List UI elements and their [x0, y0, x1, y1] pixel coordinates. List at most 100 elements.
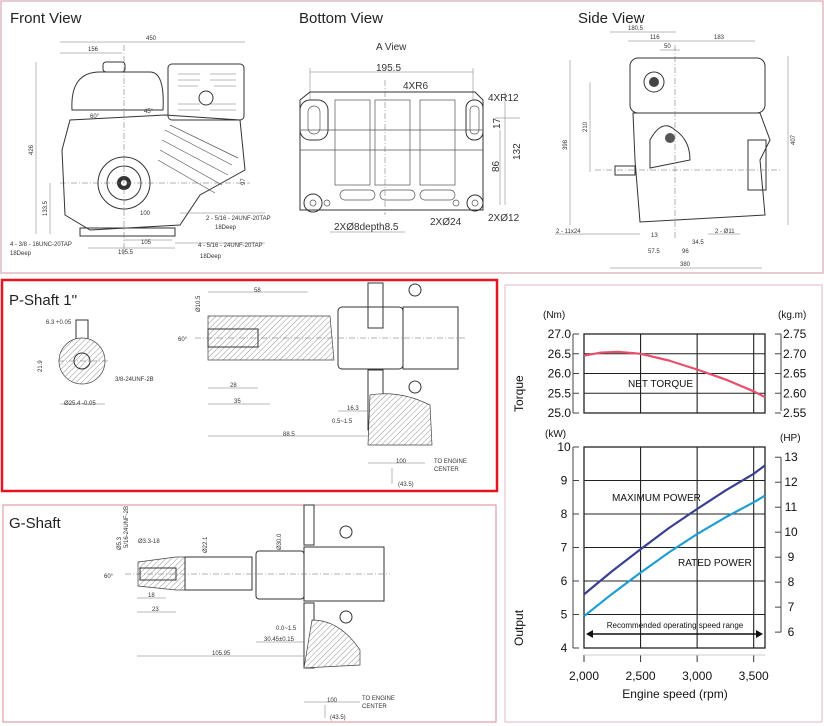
front-dim-offset: 156	[88, 47, 99, 53]
series-label: NET TORQUE	[628, 379, 693, 390]
p-shaft-title: P-Shaft 1''	[9, 292, 77, 309]
torque-tick-label: 25.5	[548, 386, 572, 400]
kw-tick-label: 8	[561, 507, 568, 521]
side-dim-slots: 2 - 11x24	[556, 229, 581, 235]
p-shaft-dim-16-3: 16.3	[347, 406, 359, 412]
torque-unit-left: (Nm)	[543, 310, 565, 321]
bottom-dim-holes-depth: 2XØ8depth8.5	[334, 222, 399, 233]
side-dim-34-5: 34.5	[692, 240, 704, 246]
front-view-title: Front View	[10, 10, 82, 27]
hp-tick-label: 9	[788, 550, 795, 564]
bottom-dim-132: 132	[512, 143, 523, 160]
p-shaft-panel	[0, 278, 499, 493]
g-shaft-dim-22-1: Ø22.1	[203, 536, 209, 553]
side-dim-183: 183	[714, 35, 725, 41]
speed-range-annotation: Recommended operating speed range	[607, 621, 744, 630]
hp-tick-label: 8	[788, 575, 795, 589]
torque-tick-label: 26.5	[548, 347, 572, 361]
x-tick-label: 3,500	[739, 669, 769, 683]
side-dim-116: 116	[650, 35, 660, 41]
torque-tick-label: 26.0	[548, 367, 572, 381]
hp-tick-label: 10	[784, 525, 798, 539]
g-shaft-to-engine: TO ENGINE	[362, 696, 395, 702]
front-dim-105: 105	[141, 240, 152, 246]
hp-tick-label: 12	[784, 475, 798, 489]
torque-tick-label: 27.0	[548, 327, 572, 341]
front-note-2: 4 - 3/8 - 16UNC-20TAP	[10, 242, 72, 248]
side-dim-210: 210	[583, 121, 589, 132]
g-shaft-drawing	[125, 504, 390, 718]
p-shaft-dim-21-9: 21.9	[38, 360, 44, 372]
g-shaft-dim-18: 18	[148, 593, 155, 599]
series-label: MAXIMUM POWER	[612, 493, 701, 504]
p-shaft-center: CENTER	[434, 467, 459, 473]
kgm-tick-label: 2.75	[783, 327, 807, 341]
bottom-dim-17: 17	[492, 117, 503, 129]
kw-tick-label: 10	[557, 440, 571, 454]
front-dim-97: 97	[241, 178, 247, 185]
bottom-dim-width: 195.5	[376, 63, 401, 74]
bottom-dim-86: 86	[491, 160, 502, 172]
bottom-subtitle: A View	[376, 42, 407, 53]
x-axis-label: Engine speed (rpm)	[622, 687, 727, 701]
output-axis-label: Output	[512, 609, 526, 646]
bottom-view-title: Bottom View	[299, 10, 383, 27]
side-dim-13: 13	[651, 233, 658, 239]
front-angle-60: 60°	[90, 114, 100, 120]
p-shaft-dim-gap: 0.5~1.5	[332, 419, 353, 425]
g-shaft-dim-30-45: 30.45±0.15	[264, 637, 295, 643]
front-dim-width: 450	[146, 36, 157, 42]
arrow-right-head-icon	[756, 630, 763, 638]
bottom-dim-2x12: 2XØ12	[488, 213, 520, 224]
g-shaft-panel	[2, 504, 497, 723]
p-shaft-dim-28: 28	[230, 383, 237, 389]
front-view-drawing	[35, 41, 265, 255]
series-rated-power	[583, 494, 766, 618]
p-shaft-dim-100: 100	[396, 459, 407, 465]
series-net-torque	[583, 350, 766, 399]
arrow-left-head-icon	[586, 630, 593, 638]
front-note-2-depth: 18Deep	[10, 251, 32, 257]
side-dim-180-5: 180.5	[628, 26, 644, 32]
g-shaft-dim-23: 23	[152, 607, 159, 613]
side-dim-398: 398	[563, 139, 569, 150]
p-shaft-diameter: Ø25.4 -0.05	[64, 401, 96, 407]
p-shaft-to-engine: TO ENGINE	[434, 459, 467, 465]
hp-tick-label: 11	[785, 500, 798, 514]
g-shaft-dim-43-5: (43.5)	[330, 715, 346, 721]
x-tick-label: 2,000	[569, 669, 599, 683]
side-dim-holes: 2 - Ø11	[715, 229, 735, 235]
torque-unit-right: (kg.m)	[778, 310, 806, 321]
front-angle-45: 45°	[144, 109, 154, 115]
torque-tick-label: 25.0	[548, 406, 572, 420]
kgm-tick-label: 2.65	[783, 367, 807, 381]
g-shaft-angle: 60°	[104, 574, 114, 580]
side-dim-50: 50	[664, 44, 671, 50]
kgm-tick-label: 2.55	[783, 406, 807, 420]
g-shaft-title: G-Shaft	[9, 515, 62, 532]
bottom-dim-4xr6: 4XR6	[403, 81, 428, 92]
p-shaft-dim-58: 58	[254, 288, 261, 294]
p-shaft-keyway: 6.3 +0.05	[46, 320, 72, 326]
p-shaft-angle: 60°	[178, 337, 188, 343]
output-unit-right: (HP)	[780, 433, 801, 444]
x-tick-label: 3,000	[682, 669, 712, 683]
front-note-1-depth: 18Deep	[215, 225, 237, 231]
kw-tick-label: 9	[561, 474, 568, 488]
p-shaft-dim-35: 35	[234, 399, 241, 405]
performance-chart: (Nm) (kg.m) (kW) (HP) Torque Output Engi…	[512, 310, 807, 701]
hp-tick-label: 7	[788, 600, 795, 614]
hp-tick-label: 6	[788, 625, 795, 639]
side-dim-96: 96	[682, 249, 689, 255]
side-view-title: Side View	[578, 10, 645, 27]
side-view-drawing	[555, 31, 789, 269]
side-dim-407: 407	[791, 134, 797, 145]
torque-axis-label: Torque	[512, 375, 526, 412]
g-shaft-dim-100: 100	[327, 698, 338, 704]
bottom-view-drawing	[299, 68, 520, 233]
front-dim-height: 426	[29, 144, 35, 155]
kgm-tick-label: 2.70	[783, 347, 807, 361]
p-shaft-dim-bore: Ø10.5	[196, 295, 202, 312]
series-label: RATED POWER	[678, 558, 752, 569]
